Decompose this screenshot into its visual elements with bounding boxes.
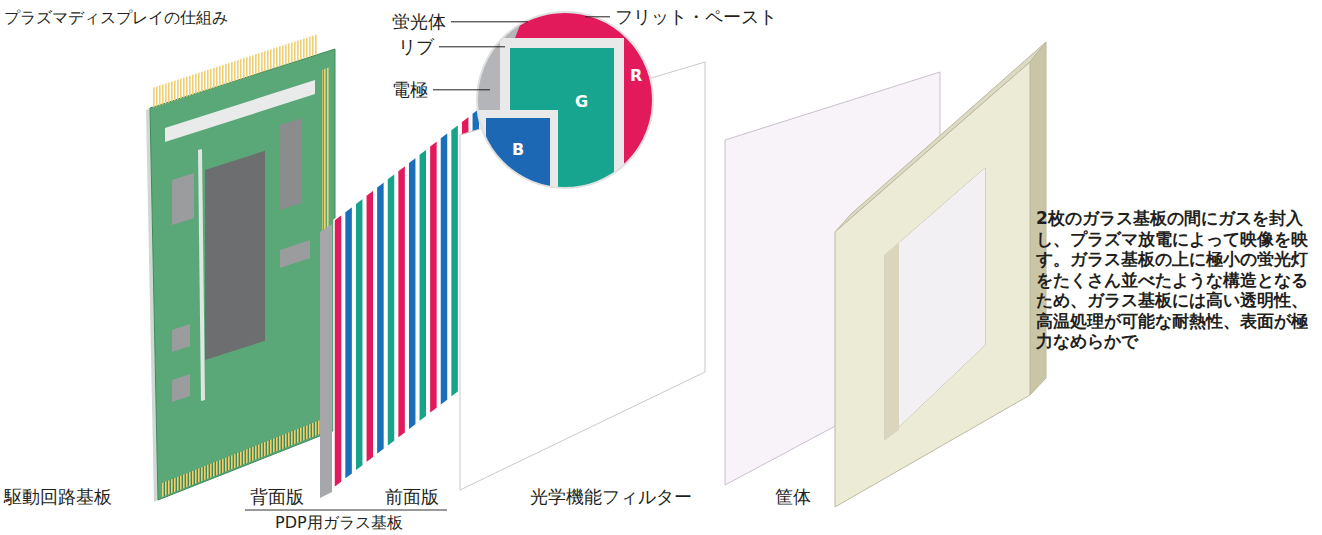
part-label: 筐体 [775,486,811,508]
part-label: フリット・ペースト [615,6,777,28]
bracket-line [245,510,447,511]
phosphor-strip [451,124,459,398]
phosphor-strip [419,148,427,422]
phosphor-strip [398,165,406,439]
color-letter: R [630,66,642,85]
leader-line [585,16,610,17]
board-component [280,240,310,268]
phosphor-strip [429,140,437,414]
board-component [172,173,194,225]
part-label: PDP用ガラス基板 [275,513,403,532]
board-component [172,374,190,402]
housing-frame [835,42,1046,507]
frame-face [835,62,1030,507]
phosphor-strip [345,206,353,480]
blue-phosphor [486,118,550,210]
leader-line [451,21,528,22]
color-letter: G [575,92,588,111]
diagram-title: プラズマディスプレイの仕組み [4,8,228,27]
leader-line [439,46,505,47]
leader-lines [433,17,610,90]
phosphor-strip [355,198,363,472]
part-label: 背面版 [250,486,304,508]
board-face [150,49,335,500]
rib [478,110,558,210]
phosphor-strip [387,173,395,447]
magnified-cell [470,0,700,210]
frame-opening [885,168,985,440]
color-letter: B [512,140,524,159]
phosphor-strip [408,157,416,431]
caption-text: 2枚のガラス基板の間にガスを封入し、プラズマ放電によって映像を映す。ガラス基板の… [1036,208,1318,352]
board-component [172,324,190,352]
board-connector [162,418,325,497]
board-pins [322,67,330,253]
leader-line [433,89,490,90]
part-label: 蛍光体 [392,11,446,33]
part-label: 電極 [392,79,428,101]
lens-rim [477,12,653,188]
board-chip [205,151,265,360]
board-strip [198,149,205,401]
phosphor-strip [334,214,342,488]
board-connector-pins [162,418,325,497]
part-label: 駆動回路基板 [4,486,112,508]
part-label: 光学機能フィルター [530,486,692,508]
part-label: リブ [398,36,434,58]
phosphor-strip [440,132,448,406]
phosphor-strip [366,189,374,463]
circuit-board [146,34,335,502]
part-label: 前面版 [385,486,439,508]
board-component [280,118,302,210]
phosphor-strip [376,181,384,455]
rear-glass-plate [320,224,332,498]
frame-inner-side [885,243,899,440]
